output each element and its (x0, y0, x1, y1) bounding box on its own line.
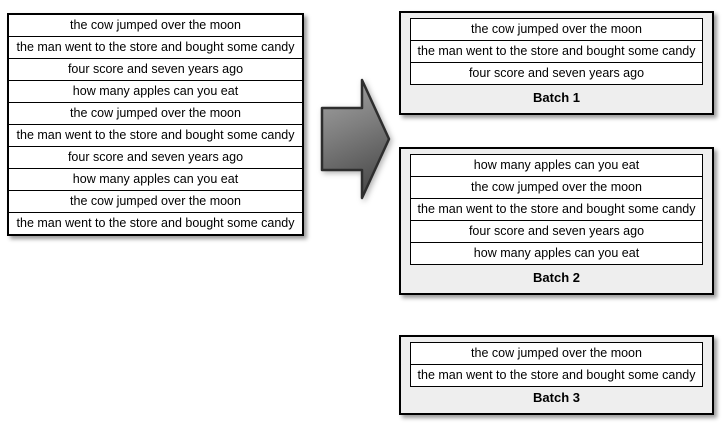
batch-2-box: how many apples can you eat the cow jump… (399, 147, 714, 295)
sentence-row: the man went to the store and bought som… (411, 199, 702, 221)
sentence-row: four score and seven years ago (9, 59, 302, 81)
batch-3-label: Batch 3 (533, 390, 580, 405)
batch-3-list: the cow jumped over the moon the man wen… (410, 342, 703, 387)
sentence-row: the man went to the store and bought som… (9, 213, 302, 234)
sentence-row: the man went to the store and bought som… (411, 41, 702, 63)
sentence-row: four score and seven years ago (9, 147, 302, 169)
sentence-row: the cow jumped over the moon (9, 103, 302, 125)
sentence-row: the cow jumped over the moon (9, 191, 302, 213)
sentence-row: the cow jumped over the moon (411, 177, 702, 199)
batch-2-label: Batch 2 (533, 270, 580, 285)
sentence-row: the cow jumped over the moon (411, 19, 702, 41)
input-sentence-list: the cow jumped over the moon the man wen… (7, 13, 304, 236)
batch-2-list: how many apples can you eat the cow jump… (410, 154, 703, 265)
sentence-row: four score and seven years ago (411, 63, 702, 84)
batch-1-list: the cow jumped over the moon the man wen… (410, 18, 703, 85)
sentence-row: how many apples can you eat (411, 155, 702, 177)
sentence-row: the man went to the store and bought som… (9, 125, 302, 147)
batch-1-label: Batch 1 (533, 90, 580, 105)
sentence-row: four score and seven years ago (411, 221, 702, 243)
sentence-row: the cow jumped over the moon (9, 15, 302, 37)
batch-1-box: the cow jumped over the moon the man wen… (399, 11, 714, 115)
batch-3-box: the cow jumped over the moon the man wen… (399, 335, 714, 415)
sentence-row: how many apples can you eat (9, 169, 302, 191)
sentence-row: the cow jumped over the moon (411, 343, 702, 365)
right-arrow-icon (320, 78, 391, 200)
sentence-row: how many apples can you eat (9, 81, 302, 103)
sentence-row: how many apples can you eat (411, 243, 702, 264)
sentence-row: the man went to the store and bought som… (411, 365, 702, 386)
sentence-row: the man went to the store and bought som… (9, 37, 302, 59)
